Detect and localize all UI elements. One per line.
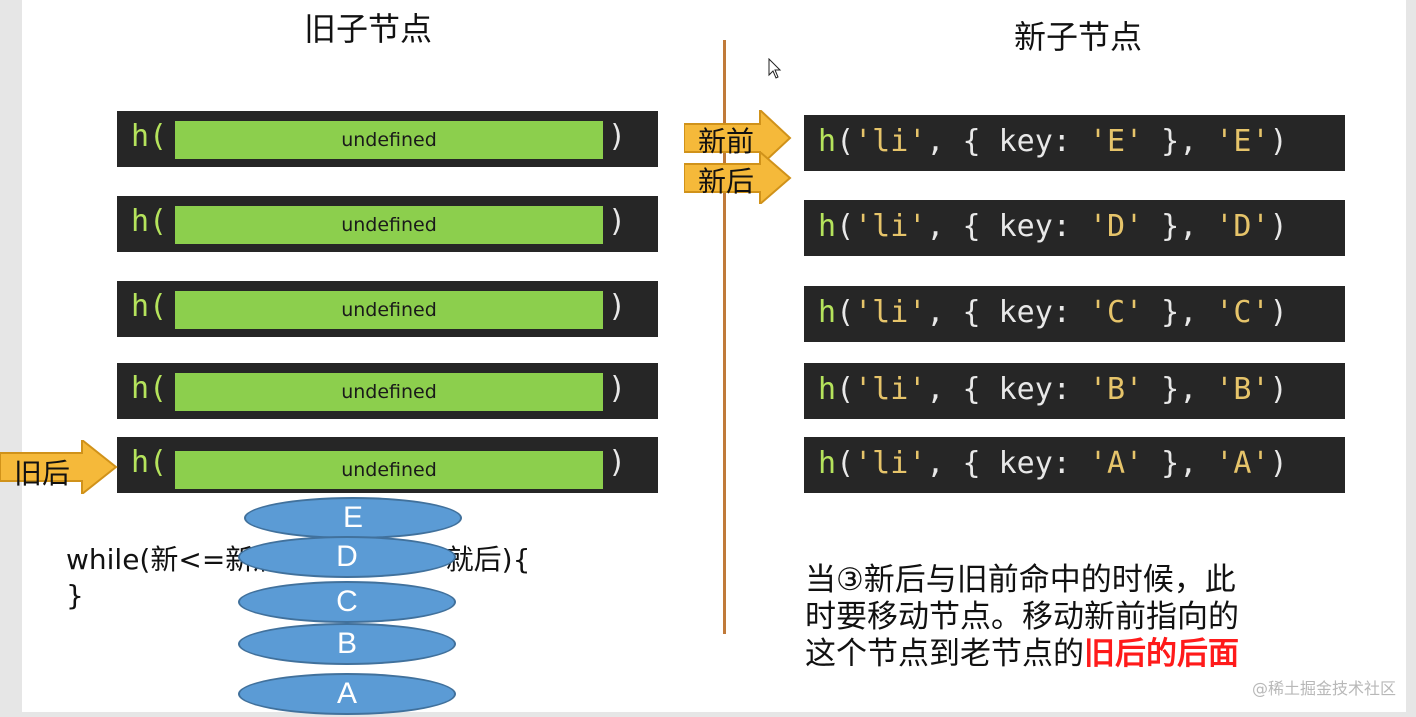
old-node-label: undefined bbox=[341, 459, 437, 481]
new-node-code: h('li', { key: 'B' }, 'B') bbox=[818, 372, 1288, 407]
description-highlight: 旧后的后面 bbox=[1084, 636, 1239, 672]
mouse-cursor-icon bbox=[768, 58, 782, 79]
dom-node-label: A bbox=[336, 677, 357, 710]
old-node-block: undefined bbox=[175, 121, 603, 159]
dom-node-ellipse: C bbox=[238, 581, 456, 623]
new-node-row: h('li', { key: 'D' }, 'D') bbox=[804, 200, 1345, 256]
new-node-code: h('li', { key: 'E' }, 'E') bbox=[818, 124, 1288, 159]
old-node-suffix: ) bbox=[607, 204, 626, 239]
watermark: @稀土掘金技术社区 bbox=[1251, 679, 1396, 698]
old-back-label: 旧后 bbox=[14, 457, 71, 490]
old-node-row: h( undefined ) bbox=[117, 437, 658, 493]
dom-node-label: E bbox=[342, 501, 363, 534]
old-node-label: undefined bbox=[341, 129, 437, 151]
while-line-2: } bbox=[66, 579, 84, 612]
old-node-suffix: ) bbox=[607, 445, 626, 480]
old-node-row: h( undefined ) bbox=[117, 281, 658, 337]
new-back-label: 新后 bbox=[698, 165, 755, 198]
old-node-label: undefined bbox=[341, 299, 437, 321]
new-children-title: 新子节点 bbox=[1014, 18, 1143, 56]
old-children-title: 旧子节点 bbox=[304, 10, 433, 48]
dom-node-ellipse: B bbox=[238, 623, 456, 665]
old-node-row: h( undefined ) bbox=[117, 111, 658, 167]
old-node-prefix: h( bbox=[131, 289, 168, 324]
dom-node-ellipse: D bbox=[238, 536, 456, 578]
old-node-suffix: ) bbox=[607, 119, 626, 154]
old-node-label: undefined bbox=[341, 214, 437, 236]
old-node-row: h( undefined ) bbox=[117, 196, 658, 252]
old-node-prefix: h( bbox=[131, 204, 168, 239]
new-node-code: h('li', { key: 'C' }, 'C') bbox=[818, 295, 1288, 330]
new-back-arrow-icon bbox=[684, 152, 792, 204]
old-node-suffix: ) bbox=[607, 289, 626, 324]
new-front-label: 新前 bbox=[698, 125, 755, 158]
old-node-label: undefined bbox=[341, 381, 437, 403]
new-node-row: h('li', { key: 'A' }, 'A') bbox=[804, 437, 1345, 493]
description-line-2: 时要移动节点。移动新前指向的 bbox=[805, 599, 1239, 635]
old-node-prefix: h( bbox=[131, 119, 168, 154]
dom-node-label: C bbox=[336, 585, 358, 618]
description-line-3: 这个节点到老节点的旧后的后面 bbox=[805, 636, 1239, 673]
old-node-block: undefined bbox=[175, 373, 603, 411]
old-node-block: undefined bbox=[175, 291, 603, 329]
description-text: 当③新后与旧前命中的时候，此 时要移动节点。移动新前指向的 这个节点到老节点的旧… bbox=[805, 562, 1239, 673]
old-node-block: undefined bbox=[175, 451, 603, 489]
description-line-3-prefix: 这个节点到老节点的 bbox=[805, 636, 1084, 672]
new-front-arrow-icon bbox=[684, 110, 792, 166]
old-node-prefix: h( bbox=[131, 371, 168, 406]
old-node-suffix: ) bbox=[607, 371, 626, 406]
old-node-prefix: h( bbox=[131, 445, 168, 480]
old-back-arrow-icon bbox=[0, 440, 118, 494]
new-node-row: h('li', { key: 'E' }, 'E') bbox=[804, 115, 1345, 171]
new-node-code: h('li', { key: 'A' }, 'A') bbox=[818, 446, 1288, 481]
new-node-row: h('li', { key: 'C' }, 'C') bbox=[804, 286, 1345, 342]
description-line-1: 当③新后与旧前命中的时候，此 bbox=[805, 562, 1236, 598]
old-node-row: h( undefined ) bbox=[117, 363, 658, 419]
dom-node-label: B bbox=[336, 627, 357, 660]
new-node-code: h('li', { key: 'D' }, 'D') bbox=[818, 209, 1288, 244]
dom-node-ellipse: A bbox=[238, 673, 456, 715]
divider-line bbox=[723, 40, 726, 634]
dom-node-label: D bbox=[336, 540, 358, 573]
new-node-row: h('li', { key: 'B' }, 'B') bbox=[804, 363, 1345, 419]
dom-node-ellipse: E bbox=[244, 497, 462, 539]
old-node-block: undefined bbox=[175, 206, 603, 244]
